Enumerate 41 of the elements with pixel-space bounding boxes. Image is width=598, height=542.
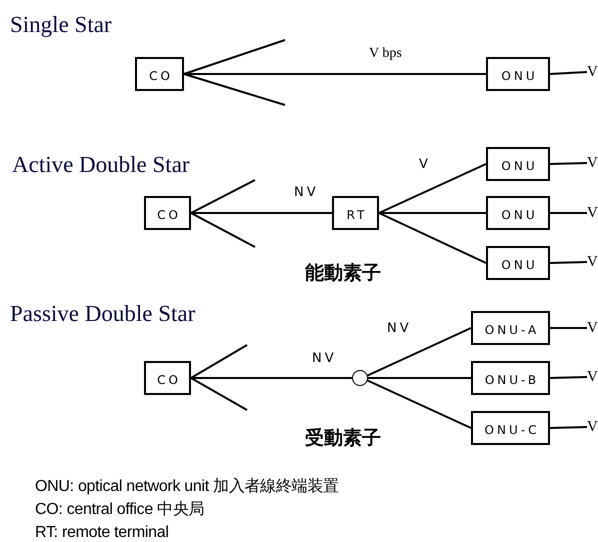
terminal-box: ONU-C: [471, 411, 550, 445]
fiber-line: [367, 380, 472, 429]
fiber-line: [367, 327, 472, 376]
terminal-box: ONU: [486, 196, 550, 230]
terminal-box: ONU-B: [471, 361, 550, 395]
terminal-box: ONU: [486, 57, 550, 91]
rate-label: V: [587, 369, 598, 385]
section-title: Single Star: [10, 12, 112, 38]
fiber-line: [550, 71, 588, 75]
fiber-line: [378, 212, 486, 264]
fiber-line: [550, 212, 587, 214]
fiber-line: [368, 377, 471, 379]
terminal-box: CO: [135, 57, 184, 91]
rate-label: V: [587, 155, 598, 171]
splitter-circle: [352, 370, 368, 386]
edge-label: V bps: [368, 47, 403, 61]
fiber-line: [550, 327, 587, 329]
legend-note: CO: central office 中央局: [35, 500, 204, 519]
section-title: Active Double Star: [12, 152, 190, 178]
terminal-box: ONU: [486, 147, 550, 181]
terminal-box: CO: [144, 361, 191, 395]
rate-label: V: [587, 205, 598, 221]
legend-note: RT: remote terminal: [35, 523, 169, 542]
rate-label: V: [587, 254, 598, 270]
fiber-line: [378, 163, 486, 214]
terminal-box: RT: [332, 196, 379, 230]
terminal-box: ONU-A: [471, 311, 550, 345]
component-caption: 受動素子: [305, 427, 381, 449]
section-title: Passive Double Star: [10, 301, 196, 327]
terminal-box: CO: [144, 196, 191, 230]
component-caption: 能動素子: [305, 262, 381, 284]
fiber-line: [379, 212, 486, 214]
fiber-line: [550, 261, 588, 264]
terminal-box: ONU: [486, 246, 550, 280]
fiber-line: [550, 426, 588, 429]
fiber-line: [550, 162, 588, 165]
fiber-line: [550, 376, 588, 379]
legend-note: ONU: optical network unit 加入者線終端装置: [35, 477, 339, 496]
rate-label: V: [587, 64, 598, 80]
rate-label: V: [587, 419, 598, 435]
rate-label: V: [587, 320, 598, 336]
